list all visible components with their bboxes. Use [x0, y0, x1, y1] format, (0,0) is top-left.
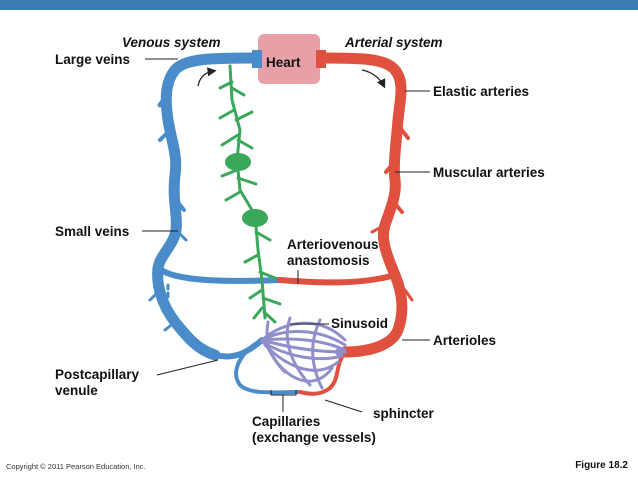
label-small-veins: Small veins: [55, 224, 130, 239]
header-bar: [0, 0, 638, 10]
lymphatic-vessels: [218, 64, 282, 324]
capillary-bed: [260, 316, 347, 390]
label-elastic-arteries: Elastic arteries: [433, 84, 530, 99]
label-exchange-vessels: (exchange vessels): [252, 430, 376, 445]
lymph-node-lower: [242, 209, 268, 227]
arterial-vessels: [277, 52, 414, 396]
label-venule: venule: [55, 383, 98, 398]
venous-vessels: [148, 52, 302, 395]
venous-flow-arrow: [197, 67, 217, 87]
arterial-flow-arrow: [361, 69, 386, 89]
label-arteriovenous: Arteriovenous: [287, 237, 379, 252]
heart-shape: [258, 34, 320, 84]
label-venous-system: Venous system: [122, 35, 221, 50]
precapillary-sphincter-marker: [335, 348, 343, 356]
copyright-notice: Copyright © 2011 Pearson Education, Inc.: [6, 462, 146, 471]
label-arterial-system: Arterial system: [345, 35, 443, 50]
label-arterioles: Arterioles: [433, 333, 497, 348]
leader-lines: [142, 58, 430, 413]
lymph-node-upper: [225, 153, 251, 171]
label-large-veins: Large veins: [55, 52, 131, 67]
label-anastomosis: anastomosis: [287, 253, 370, 268]
label-muscular-arteries: Muscular arteries: [433, 165, 545, 180]
label-sphincter: sphincter: [373, 406, 434, 421]
label-sinusoid: Sinusoid: [331, 316, 388, 331]
label-postcapillary: Postcapillary: [55, 367, 140, 382]
figure-number: Figure 18.2: [575, 460, 628, 471]
label-heart: Heart: [266, 55, 301, 70]
label-capillaries: Capillaries: [252, 414, 321, 429]
